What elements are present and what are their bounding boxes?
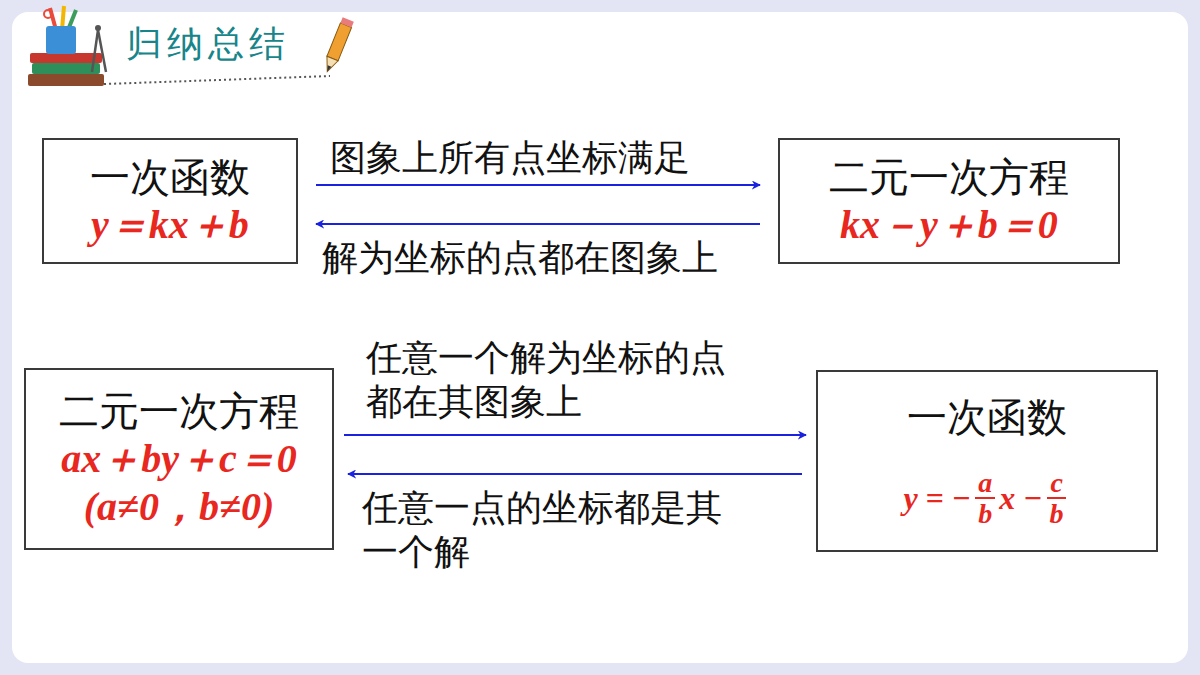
formula-text: b — [1047, 499, 1067, 528]
box-heading: 一次函数 — [907, 393, 1067, 441]
fraction: ab — [975, 468, 995, 529]
text-row: 二元一次方程 — [829, 153, 1069, 201]
text-row: 二元一次方程 — [59, 387, 299, 435]
text-row: 一次函数 — [90, 153, 250, 201]
text-row: kx－y＋b＝0 — [840, 201, 1058, 249]
concept-box: 二元一次方程ax＋by＋c＝0(a≠0，b≠0) — [24, 368, 334, 550]
fraction: cb — [1047, 468, 1067, 529]
text-row: 一次函数 — [907, 393, 1067, 441]
connector-label: 图象上所有点坐标满足 — [330, 136, 690, 180]
box-heading: 二元一次方程 — [829, 153, 1069, 201]
formula-text: b — [975, 499, 995, 528]
pencil-icon — [322, 17, 354, 73]
stationery-icon — [28, 6, 106, 86]
arrow-connector — [316, 223, 760, 225]
slide-panel — [12, 12, 1188, 663]
formula-text: x − — [999, 479, 1042, 517]
dotted-underline — [104, 76, 330, 84]
formula-text: y＝kx＋b — [91, 201, 249, 249]
connector-label: 任意一点的坐标都是其一个解 — [362, 486, 748, 574]
arrow-connector — [348, 473, 802, 475]
formula-text: c — [1047, 468, 1065, 499]
connector-label: 解为坐标的点都在图象上 — [322, 236, 718, 280]
concept-box: 一次函数y＝kx＋b — [42, 138, 298, 264]
connector-label: 任意一个解为坐标的点都在其图象上 — [366, 336, 752, 424]
box-heading: 二元一次方程 — [59, 387, 299, 435]
arrow-connector — [316, 184, 760, 186]
formula-text: ax＋by＋c＝0 — [61, 435, 297, 483]
concept-box: 一次函数y = −abx −cb — [816, 370, 1158, 552]
arrow-connector — [344, 434, 806, 436]
text-row: y＝kx＋b — [91, 201, 249, 249]
formula-text: y = − — [903, 479, 971, 517]
concept-box: 二元一次方程kx－y＋b＝0 — [778, 138, 1120, 264]
text-row: ax＋by＋c＝0 — [61, 435, 297, 483]
box-heading: 一次函数 — [90, 153, 250, 201]
formula-text: a — [975, 468, 995, 499]
formula-text: (a≠0，b≠0) — [84, 483, 275, 531]
text-row: (a≠0，b≠0) — [84, 483, 275, 531]
formula-text: kx－y＋b＝0 — [840, 201, 1058, 249]
text-row: y = −abx −cb — [903, 468, 1070, 529]
slide-title: 归纳总结 — [126, 20, 290, 69]
